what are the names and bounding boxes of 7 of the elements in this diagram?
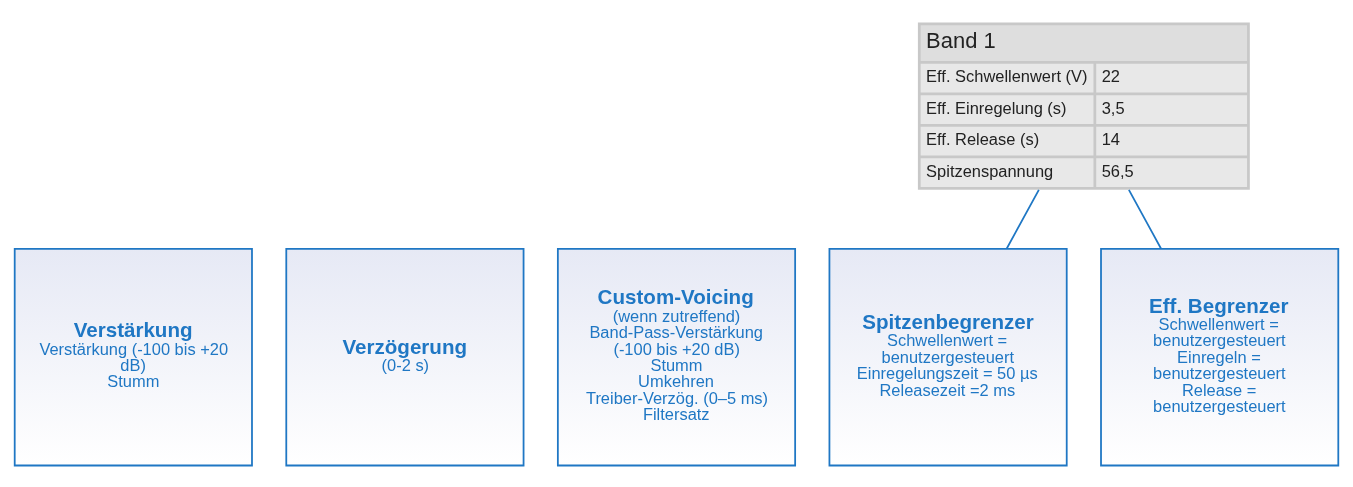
connector	[1128, 188, 1162, 249]
node-box: Verstärkung Verstärkung (-100 bis +20 dB) Stumm	[13, 247, 253, 466]
node-box: Spitzenbegrenzer Schwellenwert = benutzergesteuert Einregelungszeit = 50 µs Releasezeit =2 ms	[828, 247, 1068, 466]
node-box: Eff. Begrenzer Schwellenwert = benutzergesteuert Einregeln = benutzergesteuert Release = benutzergesteuert	[1100, 247, 1340, 466]
node-box: Custom-Voicing (wenn zutreffend) Band-Pass-Verstärkung (-100 bis +20 dB) Stumm Umkehren Treiber-Verzög. (0–5 ms) Filtersatz	[556, 247, 797, 466]
connector	[1005, 188, 1040, 249]
node-box: Verzögerung (0-2 s)	[285, 247, 525, 466]
